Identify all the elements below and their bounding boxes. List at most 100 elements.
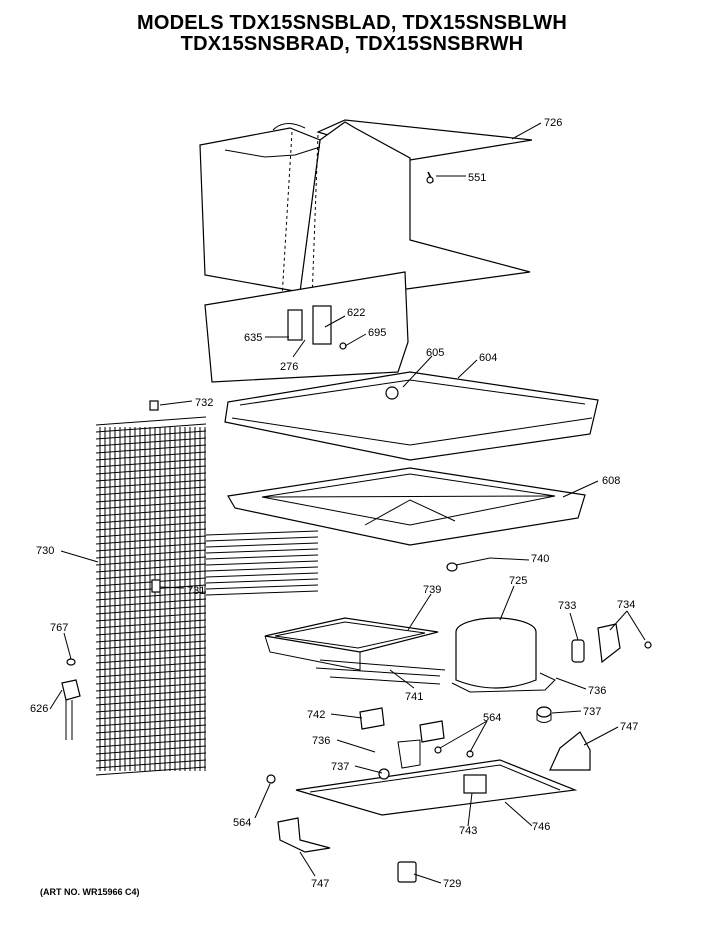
coil-tube	[95, 514, 207, 524]
part-741-tubing	[315, 659, 446, 685]
coil-tube	[95, 535, 207, 545]
coil-tube	[95, 444, 207, 454]
callout-726: 726	[544, 117, 562, 129]
art-number: (ART NO. WR15966 C4)	[40, 887, 140, 897]
coil-tube	[95, 668, 207, 678]
coil-tube	[205, 542, 319, 548]
part-746-base	[295, 759, 578, 816]
part-734-overload	[597, 623, 652, 664]
coil-tube	[95, 591, 207, 601]
coil-tube	[95, 766, 207, 776]
callout-732: 732	[195, 397, 213, 409]
callout-725: 725	[509, 575, 527, 587]
coil-tube	[95, 423, 207, 433]
coil-tube	[95, 696, 207, 706]
callout-604: 604	[479, 352, 497, 364]
callout-622: 622	[347, 307, 365, 319]
callout-737-right: 737	[583, 706, 601, 718]
coil-tube	[95, 563, 207, 573]
coil-tube	[95, 654, 207, 664]
part-733-relay	[571, 639, 585, 663]
callout-747-left: 747	[311, 878, 329, 890]
coil-tube	[95, 507, 207, 517]
part-608-shelf	[227, 467, 586, 546]
coil-tube	[205, 536, 319, 542]
coil-tube	[205, 566, 319, 572]
models-title-line1: MODELS TDX15SNSBLAD, TDX15SNSBLWH	[137, 12, 567, 34]
callout-740: 740	[531, 553, 549, 565]
coil-tube	[205, 560, 319, 566]
coil-tube	[205, 590, 319, 596]
part-739-drain-pan	[264, 617, 439, 671]
callout-767: 767	[50, 622, 68, 634]
part-back-panel	[204, 271, 409, 383]
callout-608: 608	[602, 475, 620, 487]
coil-tube	[95, 633, 207, 643]
callout-635: 635	[244, 332, 262, 344]
coil-tube	[205, 554, 319, 560]
callout-736-left: 736	[312, 735, 330, 747]
coil-tube	[95, 738, 207, 748]
models-title-line2: TDX15SNSBRAD, TDX15SNSBRWH	[180, 33, 524, 55]
coil-tube	[95, 724, 207, 734]
coil-tube	[95, 703, 207, 713]
coil-tube	[95, 437, 207, 447]
callout-564-lower: 564	[233, 817, 251, 829]
callout-746: 746	[532, 821, 550, 833]
coil-tube	[95, 479, 207, 489]
part-626-cord	[61, 679, 81, 740]
callout-551: 551	[468, 172, 486, 184]
leader-lines	[49, 122, 646, 884]
coil-tube	[205, 530, 319, 536]
part-730-condenser-coil	[95, 416, 319, 776]
part-725-compressor	[451, 617, 556, 693]
coil-tube	[95, 472, 207, 482]
callout-labels: 726 551 622 635 695 276 605 604 732 608 …	[30, 117, 638, 890]
coil-tube	[95, 619, 207, 629]
part-740-clip	[446, 557, 491, 572]
part-726-cover	[199, 119, 533, 303]
callout-626: 626	[30, 703, 48, 715]
callout-736-right: 736	[588, 685, 606, 697]
coil-tube	[95, 577, 207, 587]
coil-tube	[95, 759, 207, 769]
callout-743: 743	[459, 825, 477, 837]
callout-733: 733	[558, 600, 576, 612]
callout-747-right: 747	[620, 721, 638, 733]
coil-tube	[95, 647, 207, 657]
coil-tube	[95, 465, 207, 475]
coil-tube	[95, 528, 207, 538]
part-747-bracket-left	[277, 817, 331, 853]
coil-tube	[95, 584, 207, 594]
part-564-screws	[266, 746, 474, 784]
coil-tube	[95, 521, 207, 531]
callout-730: 730	[36, 545, 54, 557]
callout-742: 742	[307, 709, 325, 721]
coil-tube	[95, 493, 207, 503]
part-767-clip	[66, 658, 76, 666]
callout-731: 731	[187, 585, 205, 597]
part-551-screw	[426, 171, 434, 184]
callout-605: 605	[426, 347, 444, 359]
part-742-brackets	[359, 707, 445, 769]
coil-tube	[95, 605, 207, 615]
coil-tube	[95, 640, 207, 650]
coil-tube	[95, 675, 207, 685]
coil-tube	[205, 572, 319, 578]
coil-tube	[95, 661, 207, 671]
part-737-grommet	[536, 706, 552, 723]
coil-tube	[205, 584, 319, 590]
coil-tube	[95, 598, 207, 608]
coil-tube	[95, 710, 207, 720]
coil-tube	[95, 486, 207, 496]
callout-729: 729	[443, 878, 461, 890]
coil-tube	[95, 500, 207, 510]
callout-739: 739	[423, 584, 441, 596]
coil-tube	[95, 717, 207, 727]
callout-734: 734	[617, 599, 635, 611]
coil-tube	[95, 626, 207, 636]
part-732-clip	[149, 400, 159, 411]
part-731-clip	[151, 579, 161, 593]
